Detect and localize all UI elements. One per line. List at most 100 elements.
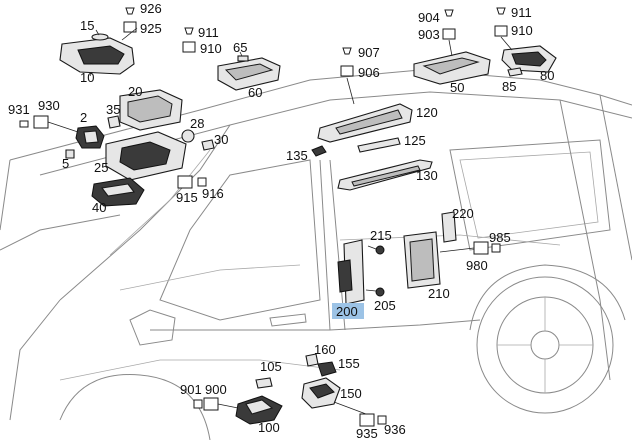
callout-210: 210 — [428, 286, 450, 301]
callout-916-a: 916 — [202, 186, 224, 201]
screw-215[interactable] — [375, 245, 385, 255]
switch-face-2 — [83, 130, 99, 144]
bulb-symbol-911-b — [496, 7, 506, 15]
callout-30: 30 — [214, 132, 228, 147]
callout-911-a: 911 — [198, 25, 219, 40]
callout-925: 925 — [140, 21, 162, 36]
lamp-lens-40 — [101, 183, 135, 197]
lamp-lens-10 — [77, 45, 125, 65]
connector-symbol-910-b — [494, 25, 508, 37]
connector-symbol-900 — [203, 397, 219, 411]
callout-200[interactable]: 200 — [336, 304, 358, 319]
connector-symbol-903 — [442, 28, 456, 40]
bulb-105[interactable] — [255, 377, 273, 389]
connector-symbol-915 — [177, 175, 193, 189]
callout-911-b: 911 — [511, 5, 532, 20]
rear-dome-lamp-lens-50 — [422, 57, 480, 75]
lamp-lens-150 — [309, 383, 335, 399]
callout-901: 901 — [180, 382, 202, 397]
callout-50: 50 — [450, 80, 464, 95]
callout-60: 60 — [248, 85, 262, 100]
callout-5: 5 — [62, 156, 69, 171]
callout-35: 35 — [106, 102, 120, 117]
bulb-symbol-936 — [377, 415, 387, 425]
callout-85: 85 — [502, 79, 516, 94]
rear-light-strip-group — [311, 47, 433, 191]
callout-903: 903 — [418, 27, 440, 42]
callout-200-highlight — [332, 303, 364, 319]
connector-symbol-906 — [340, 65, 354, 77]
screw-205[interactable] — [375, 287, 385, 297]
callout-915-a: 915 — [176, 190, 198, 205]
vehicle-body-outline — [0, 69, 632, 440]
callout-65: 65 — [233, 40, 247, 55]
cargo-lamp-lens-80 — [511, 51, 547, 67]
callout-907: 907 — [358, 45, 380, 60]
bracket-220[interactable] — [441, 211, 457, 243]
callout-985: 985 — [489, 230, 511, 245]
connector-symbol-930 — [33, 115, 49, 129]
bulb-symbol-926 — [125, 7, 135, 15]
callout-150: 150 — [340, 386, 362, 401]
bulb-30[interactable] — [201, 139, 215, 151]
callout-910-b: 910 — [511, 23, 533, 38]
callout-125: 125 — [404, 133, 426, 148]
callout-120: 120 — [416, 105, 438, 120]
bulb-5[interactable] — [65, 149, 75, 159]
bulb-symbol-916 — [197, 177, 207, 187]
cover-frame-inner-20 — [127, 95, 173, 123]
socket-155[interactable] — [317, 361, 337, 377]
lamp-unit-lens-200 — [337, 259, 353, 293]
clip-35[interactable] — [107, 115, 121, 129]
callout-25: 25 — [94, 160, 108, 175]
bulb-symbol-931 — [19, 120, 29, 128]
connector-symbol-910 — [182, 41, 196, 53]
rear-dome-lamp-group — [413, 9, 491, 85]
dome-lamp-lens-60 — [224, 63, 274, 81]
connector-symbol-935 — [359, 413, 375, 427]
cargo-lamp-group — [494, 7, 557, 77]
button-28[interactable] — [181, 129, 195, 143]
callout-906: 906 — [358, 65, 380, 80]
light-strip-lens-120 — [335, 109, 403, 135]
bulb-symbol-985 — [491, 243, 501, 253]
callout-220: 220 — [452, 206, 474, 221]
bulb-strip-125[interactable] — [357, 137, 401, 153]
callout-10: 10 — [80, 70, 94, 85]
rear-reading-lamp-group — [59, 7, 138, 77]
callout-2: 2 — [80, 110, 87, 125]
pillar-lamp-group — [337, 211, 501, 305]
light-strip-lens-130 — [351, 165, 421, 187]
bulb-symbol-904 — [444, 9, 454, 17]
front-roof-console-group — [19, 89, 215, 207]
bulb-symbol-901 — [193, 399, 203, 409]
callout-910-a: 910 — [200, 41, 222, 56]
bulb-symbol-907 — [342, 47, 352, 55]
connector-symbol-925 — [123, 21, 137, 33]
bulb-symbol-911 — [184, 27, 194, 35]
callout-155: 155 — [338, 356, 360, 371]
callout-936: 936 — [384, 422, 406, 437]
connector-symbol-980 — [473, 241, 489, 255]
callout-926: 926 — [140, 1, 162, 16]
bulb-15[interactable] — [91, 33, 109, 41]
callout-28: 28 — [190, 116, 204, 131]
bulb-85[interactable] — [507, 67, 523, 77]
callout-80: 80 — [540, 68, 554, 83]
lamp-unit-lens-210 — [409, 238, 435, 282]
callout-930: 930 — [38, 98, 60, 113]
callout-15: 15 — [80, 18, 94, 33]
callout-135: 135 — [286, 148, 308, 163]
callout-20: 20 — [128, 84, 142, 99]
callout-935: 935 — [356, 426, 378, 440]
callout-205: 205 — [374, 298, 396, 313]
callout-980: 980 — [466, 258, 488, 273]
screw-135[interactable] — [311, 145, 327, 157]
callout-900: 900 — [205, 382, 227, 397]
callout-105: 105 — [260, 359, 282, 374]
roof-console-panel-25 — [119, 141, 171, 171]
lamp-lens-100 — [245, 399, 274, 415]
bulb-65[interactable] — [237, 55, 249, 62]
